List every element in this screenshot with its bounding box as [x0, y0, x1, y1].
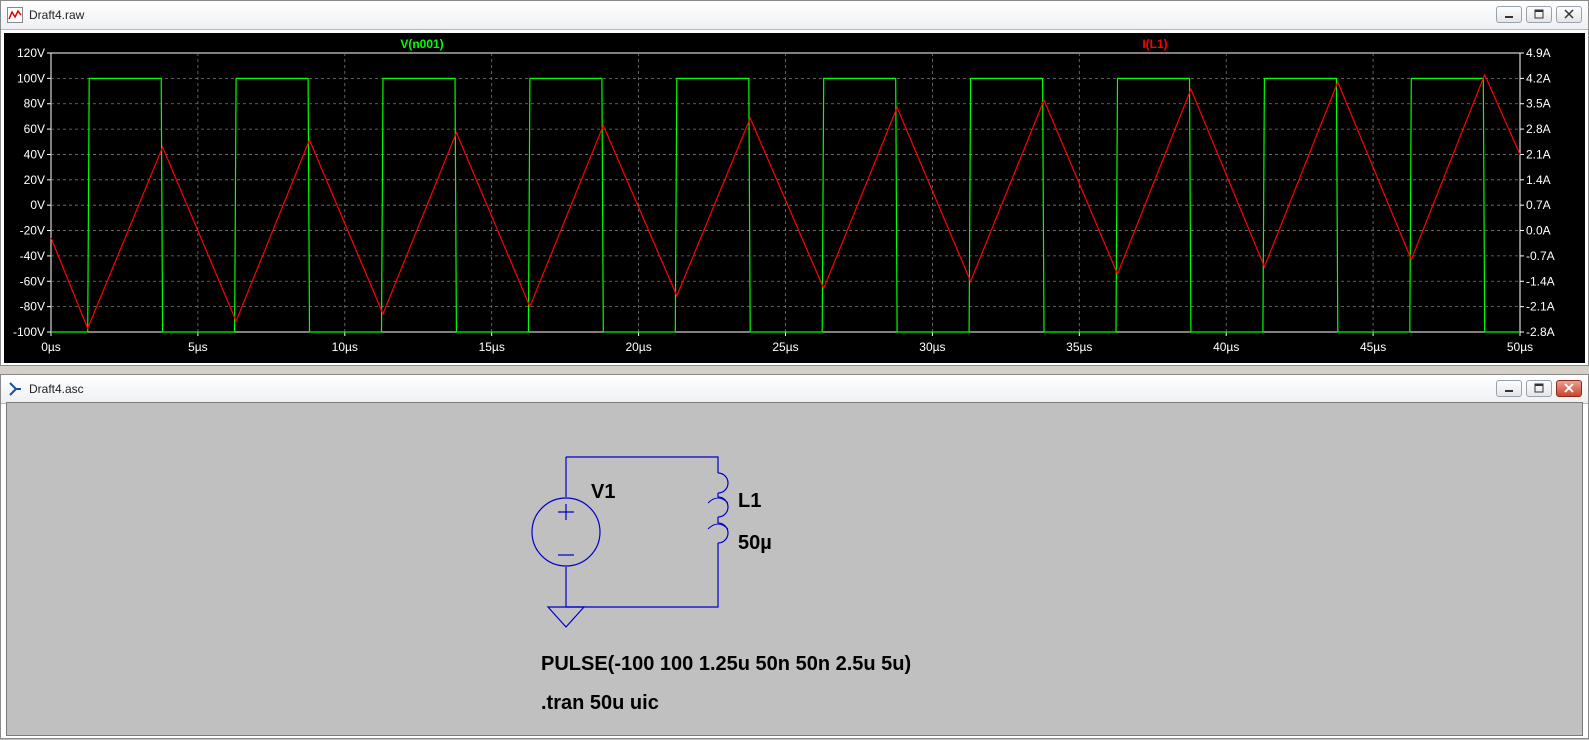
y-right-tick-label: -2.1A [1526, 300, 1555, 314]
y-right-tick-label: -0.7A [1526, 249, 1555, 263]
inductor-symbol[interactable] [707, 472, 729, 553]
schematic-window-title: Draft4.asc [29, 382, 84, 396]
y-right-tick-label: 0.0A [1526, 224, 1551, 238]
voltage-source-symbol[interactable] [531, 497, 601, 567]
pulse-directive[interactable]: PULSE(-100 100 1.25u 50n 50n 2.5u 5u) [541, 653, 911, 675]
y-left-tick-label: -100V [13, 325, 45, 339]
waveform-chart[interactable]: 120V 4.9A 100V 4.2A 80V 3.5A 60V 2.8A 40V 2.1A 20V… [4, 33, 1585, 363]
schematic-titlebar[interactable]: Draft4.asc [1, 375, 1588, 404]
y-right-tick-label: 2.1A [1526, 147, 1551, 161]
x-tick-label: 0µs [41, 340, 61, 354]
trace-current-l1[interactable] [50, 73, 1521, 330]
x-tick-label: 40µs [1213, 340, 1239, 354]
trace-voltage-n001[interactable] [51, 77, 1520, 333]
x-tick-label: 10µs [332, 340, 358, 354]
restore-button[interactable] [1526, 380, 1552, 397]
restore-icon [1534, 9, 1544, 19]
y-right-tick-label: 2.8A [1526, 122, 1551, 136]
x-tick-label: 45µs [1360, 340, 1386, 354]
x-tick-label: 15µs [479, 340, 505, 354]
schematic-canvas[interactable]: V1 L1 50µ PULSE(-100 100 1.25u 50n 50n 2… [6, 402, 1583, 736]
waveform-plot-area[interactable]: 120V 4.9A 100V 4.2A 80V 3.5A 60V 2.8A 40V 2.1A 20V… [4, 33, 1585, 363]
wire-top[interactable] [566, 456, 719, 473]
y-right-tick-label: 1.4A [1526, 173, 1551, 187]
x-tick-label: 25µs [772, 340, 798, 354]
restore-icon [1534, 383, 1544, 393]
minimize-icon [1505, 16, 1513, 18]
y-left-tick-label: -60V [20, 274, 45, 288]
restore-button[interactable] [1526, 6, 1552, 23]
close-button[interactable] [1556, 380, 1582, 397]
x-tick-label: 30µs [919, 340, 945, 354]
y-left-tick-label: 40V [24, 147, 45, 161]
tran-directive[interactable]: .tran 50u uic [541, 692, 659, 714]
source-label[interactable]: V1 [591, 481, 615, 503]
ground-symbol[interactable] [546, 606, 586, 628]
minimize-button[interactable] [1496, 380, 1522, 397]
x-tick-label: 20µs [625, 340, 651, 354]
window-separator [0, 366, 1589, 374]
y-right-tick-label: -1.4A [1526, 274, 1555, 288]
waveform-app-icon [7, 7, 23, 23]
inductor-label[interactable]: L1 [738, 490, 761, 512]
y-right-tick-label: 4.2A [1526, 71, 1551, 85]
y-left-tick-label: 20V [24, 173, 45, 187]
trace-label-current[interactable]: I(L1) [1142, 37, 1167, 51]
y-left-tick-label: 60V [24, 122, 45, 136]
x-tick-label: 5µs [188, 340, 208, 354]
y-left-tick-label: 100V [17, 71, 45, 85]
schematic-window[interactable]: Draft4.asc [0, 374, 1589, 739]
wire-bottom[interactable] [566, 553, 719, 608]
waveform-window-title: Draft4.raw [29, 8, 85, 22]
close-button[interactable] [1556, 6, 1582, 23]
y-left-tick-label: 120V [17, 46, 45, 60]
x-tick-label: 50µs [1507, 340, 1533, 354]
close-icon [1564, 9, 1574, 19]
waveform-titlebar[interactable]: Draft4.raw [1, 1, 1588, 30]
minimize-button[interactable] [1496, 6, 1522, 23]
minimize-icon [1505, 390, 1513, 392]
schematic-drawing[interactable]: V1 L1 50µ PULSE(-100 100 1.25u 50n 50n 2… [7, 403, 1582, 735]
y-right-tick-label: 0.7A [1526, 198, 1551, 212]
y-right-tick-label: 3.5A [1526, 97, 1551, 111]
trace-label-voltage[interactable]: V(n001) [400, 37, 443, 51]
y-right-tick-label: -2.8A [1526, 325, 1555, 339]
waveform-window[interactable]: Draft4.raw 120V 4.9A 100V 4.2A 80V 3.5A 60V 2.8… [0, 0, 1589, 366]
y-left-tick-label: 80V [24, 97, 45, 111]
y-left-tick-label: -40V [20, 249, 45, 263]
y-left-tick-label: -20V [20, 224, 45, 238]
inductor-value[interactable]: 50µ [738, 532, 772, 554]
y-left-tick-label: -80V [20, 300, 45, 314]
x-tick-label: 35µs [1066, 340, 1092, 354]
close-icon [1564, 383, 1574, 393]
y-left-tick-label: 0V [30, 198, 45, 212]
y-right-tick-label: 4.9A [1526, 46, 1551, 60]
schematic-app-icon [9, 382, 21, 396]
